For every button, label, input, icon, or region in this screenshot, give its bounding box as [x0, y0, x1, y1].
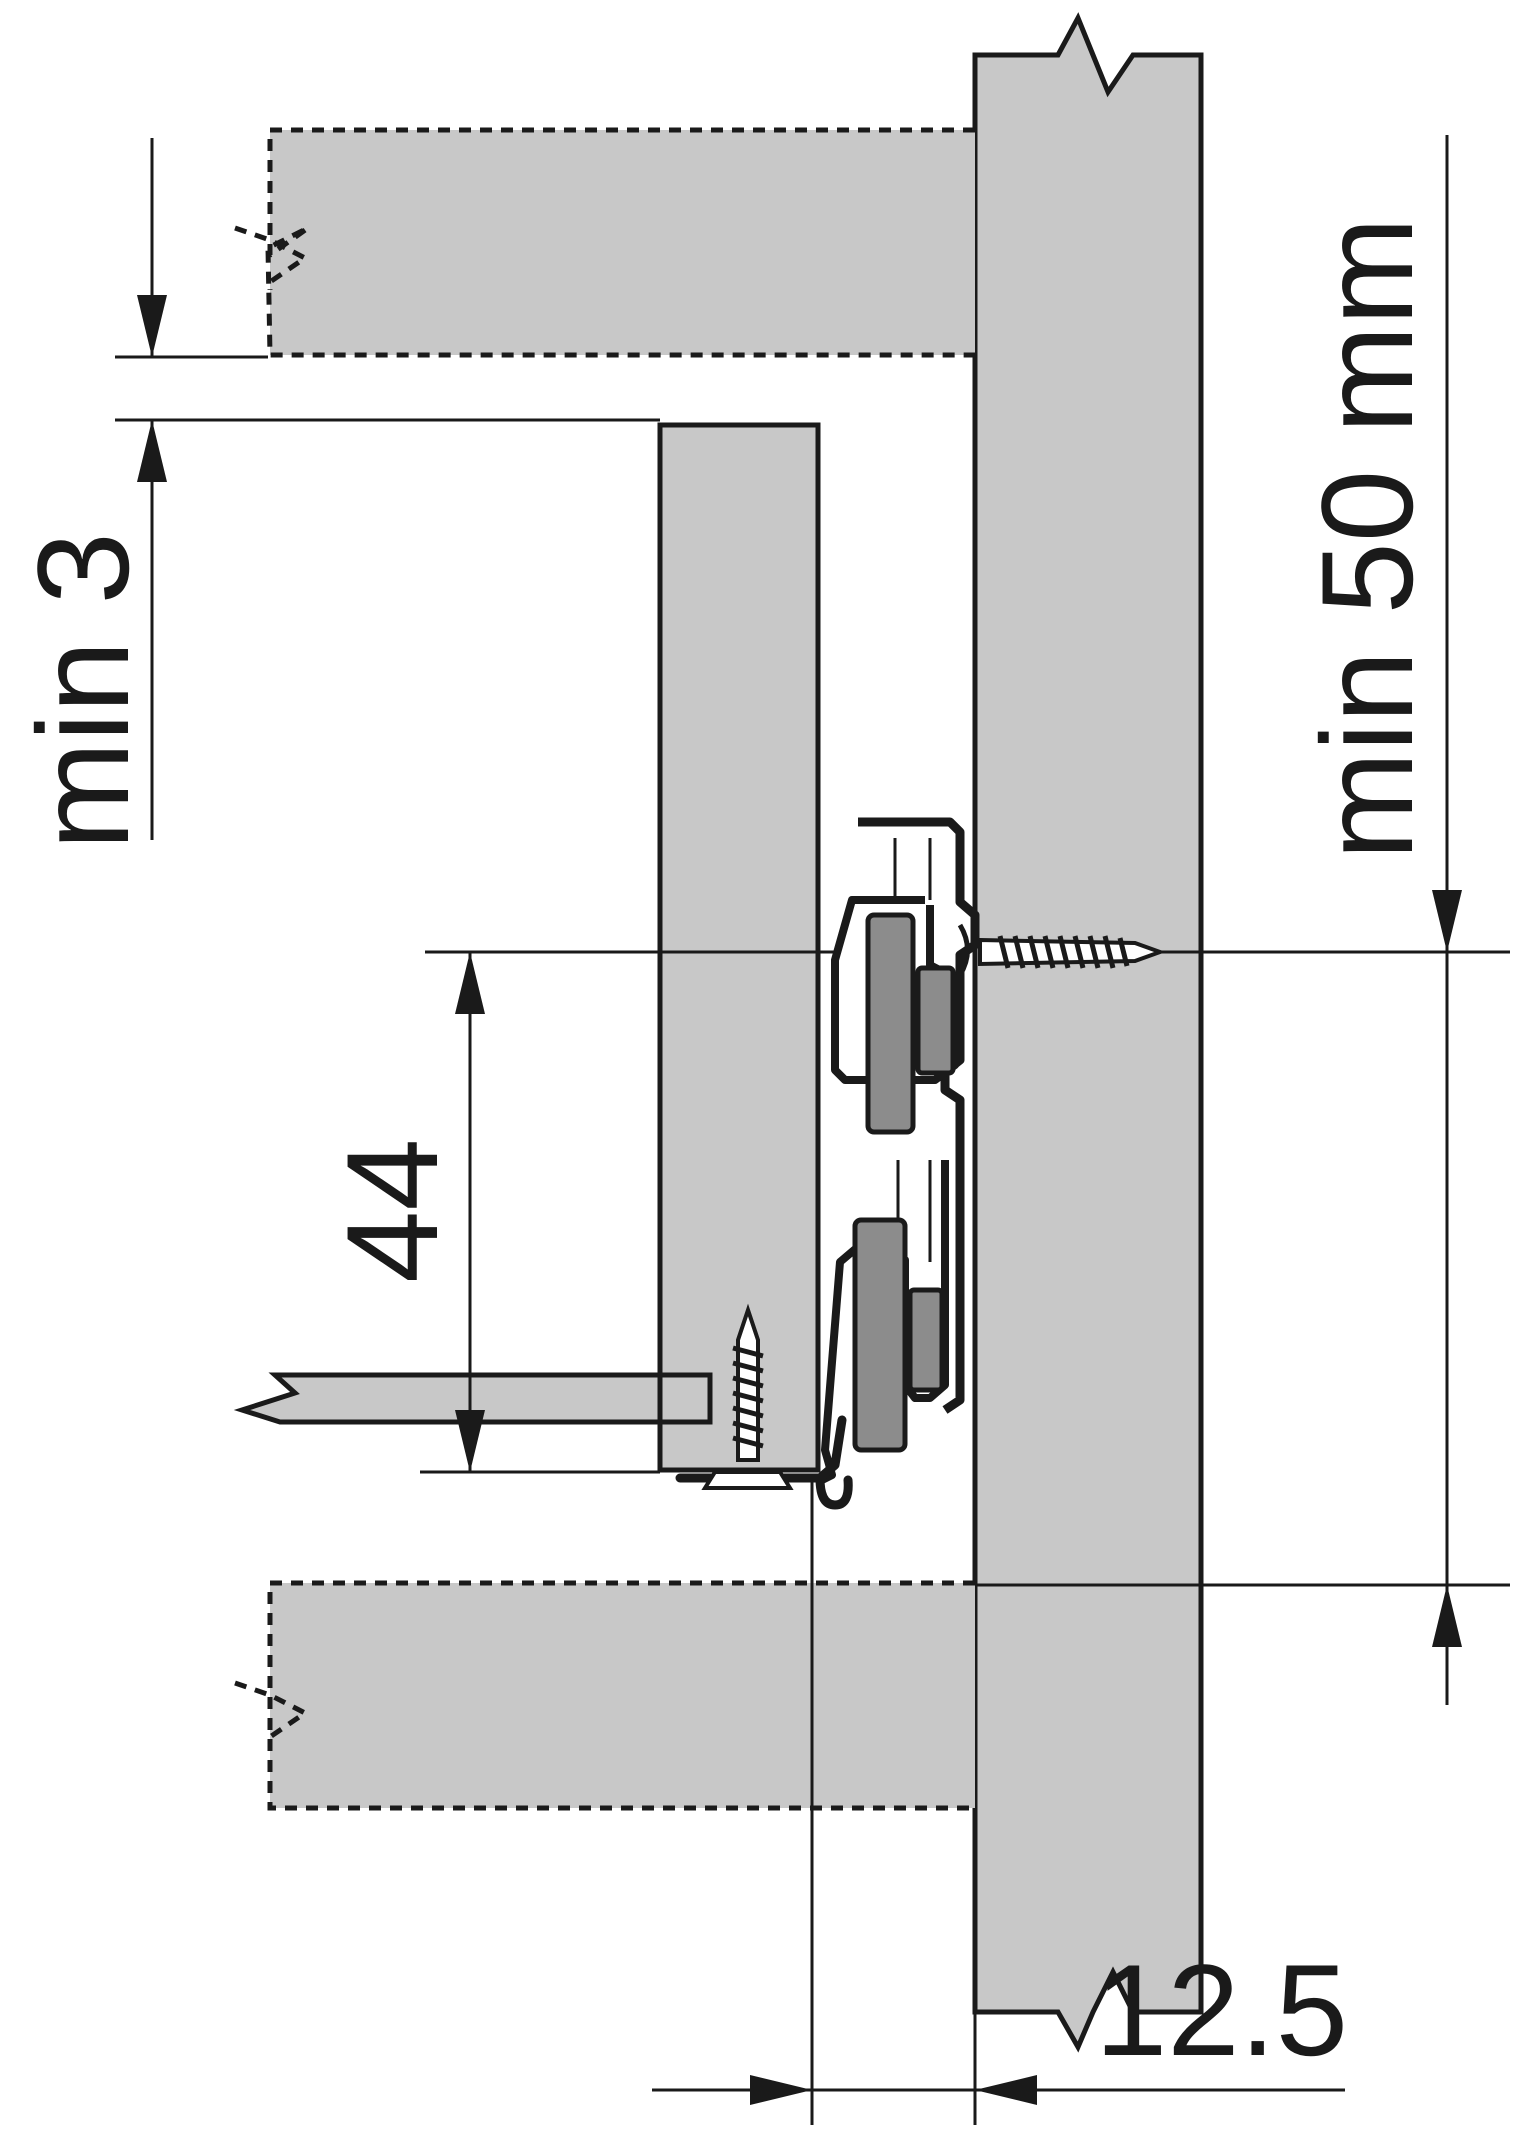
- arrowhead-right: [750, 2075, 812, 2105]
- arrowhead-down: [455, 1410, 485, 1472]
- screw-vertical-icon: [701, 1303, 794, 1490]
- label-min-3: min 3: [10, 532, 156, 850]
- cabinet-side-panel: [972, 12, 1204, 2053]
- lower-front-panel: [234, 1580, 975, 1811]
- dimension-12-5: 12.5: [652, 1478, 1348, 2125]
- roller-upper-main: [865, 912, 916, 1135]
- cabinet-rail: [858, 817, 980, 1414]
- label-min-50-mm: min 50 mm: [1294, 217, 1440, 860]
- drawer-bottom-end: [657, 1372, 713, 1425]
- drawer-side-panel: [657, 422, 821, 1473]
- screw-horizontal-icon: [957, 923, 1166, 977]
- arrowhead-up: [455, 952, 485, 1014]
- dimension-min-50: min 50 mm: [975, 135, 1510, 1705]
- roller-lower-main: [852, 1217, 908, 1453]
- arrowhead-left: [975, 2075, 1037, 2105]
- roller-lower-small: [907, 1287, 945, 1393]
- arrowhead-down: [137, 295, 167, 357]
- arrowhead-up: [137, 420, 167, 482]
- runner-assembly: [675, 817, 980, 1510]
- arrowhead-up: [1432, 1585, 1462, 1647]
- upper-front-panel: [234, 127, 975, 358]
- label-12-5: 12.5: [1095, 1937, 1348, 2083]
- arrowhead-down: [1432, 890, 1462, 952]
- dimension-44: 44: [319, 950, 840, 1474]
- label-44: 44: [319, 1138, 465, 1283]
- roller-upper-small: [915, 965, 956, 1076]
- dimension-min-3: min 3: [10, 138, 660, 850]
